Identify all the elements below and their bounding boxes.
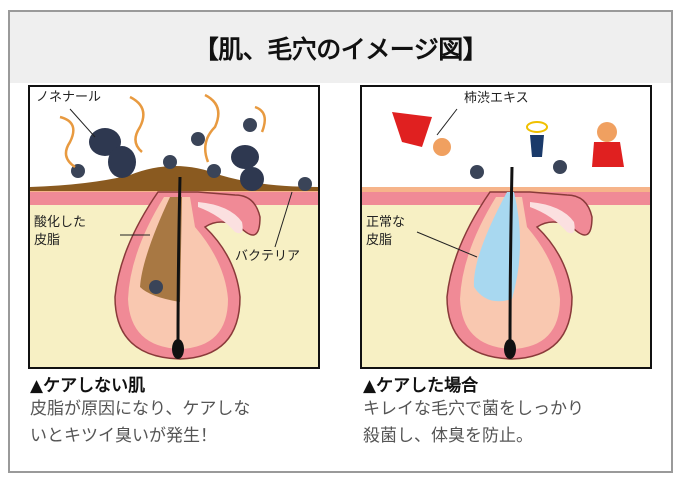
normal-sebum-label-1: 正常な bbox=[366, 215, 406, 230]
persimmon-character-icons bbox=[392, 112, 624, 167]
treated-description-line-2: 殺菌し、体臭を防止。 bbox=[363, 426, 533, 446]
untreated-skin-drawing bbox=[30, 93, 318, 367]
untreated-description-line-2: いとキツイ臭いが発生！ bbox=[30, 426, 217, 446]
untreated-description: 皮脂が原因になり、ケアしな いとキツイ臭いが発生！ bbox=[30, 396, 330, 450]
page-title: 【肌、毛穴のイメージ図】 bbox=[193, 34, 488, 64]
diagram-frame: 【肌、毛穴のイメージ図】 bbox=[8, 10, 673, 473]
treated-skin-drawing bbox=[362, 108, 650, 367]
bacteria-icons bbox=[71, 118, 312, 294]
oxidized-sebum-label-2: 皮脂 bbox=[34, 233, 61, 248]
untreated-description-line-1: 皮脂が原因になり、ケアしな bbox=[30, 399, 251, 419]
normal-sebum-label-2: 皮脂 bbox=[366, 233, 393, 248]
untreated-skin-illustration: ノネナール 酸化した 皮脂 バクテリア bbox=[28, 85, 320, 369]
odor-waves bbox=[59, 93, 267, 169]
treated-description: キレイな毛穴で菌をしっかり 殺菌し、体臭を防止。 bbox=[363, 396, 663, 450]
oxidized-sebum-label-1: 酸化した bbox=[34, 215, 87, 230]
treated-caption: ▲ケアした場合 bbox=[363, 376, 479, 396]
header: 【肌、毛穴のイメージ図】 bbox=[10, 12, 671, 83]
treated-description-line-1: キレイな毛穴で菌をしっかり bbox=[363, 399, 584, 419]
germ-monster-icons bbox=[89, 128, 264, 191]
untreated-caption: ▲ケアしない肌 bbox=[30, 376, 146, 396]
bacteria-label: バクテリア bbox=[235, 249, 301, 264]
nonenal-label: ノネナール bbox=[36, 90, 102, 105]
persimmon-extract-label: 柿渋エキス bbox=[464, 91, 529, 106]
treated-skin-illustration: 柿渋エキス 正常な 皮脂 bbox=[360, 85, 652, 369]
bacteria-icons bbox=[470, 160, 567, 179]
